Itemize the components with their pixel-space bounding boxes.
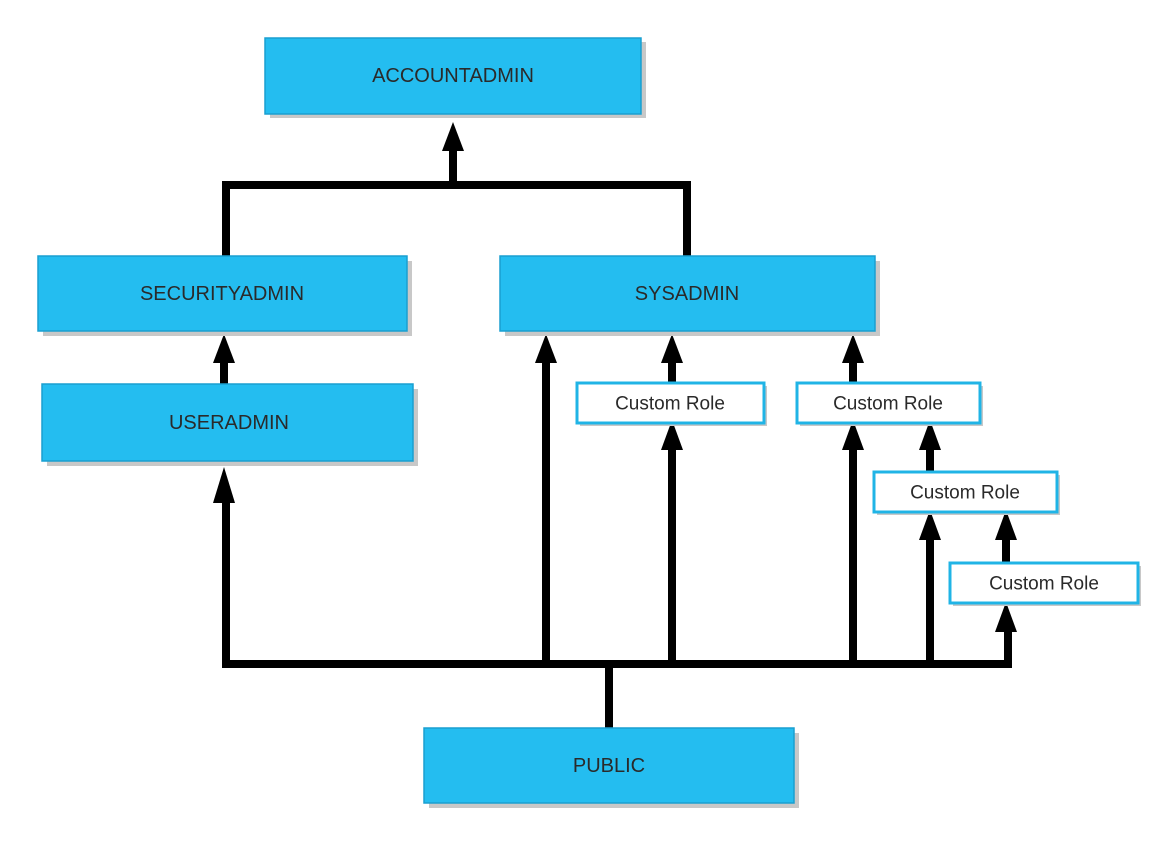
node-public: PUBLIC (423, 727, 799, 808)
arrowhead-custom-role-2-from-public (842, 420, 864, 450)
node-useradmin: USERADMIN (41, 383, 418, 466)
node-custom-role-2-label: Custom Role (833, 394, 943, 415)
arrowhead-useradmin (213, 467, 235, 503)
connector-sysadmin-to-accountadmin (453, 181, 691, 258)
arrowhead-custom-role-4 (995, 602, 1017, 632)
arrowhead-securityadmin (213, 334, 235, 363)
connector-securityadmin-to-accountadmin (222, 150, 457, 258)
node-securityadmin-label: SECURITYADMIN (140, 283, 304, 305)
node-custom-role-1: Custom Role (575, 381, 767, 426)
arrowhead-sysadmin-from-public (535, 334, 557, 363)
node-custom-role-3-label: Custom Role (910, 483, 1020, 504)
node-public-label: PUBLIC (573, 755, 645, 777)
arrowheads (213, 122, 1017, 632)
node-custom-role-3: Custom Role (872, 470, 1060, 515)
node-sysadmin-label: SYSADMIN (635, 283, 739, 305)
node-custom-role-1-label: Custom Role (615, 394, 725, 415)
arrowhead-sysadmin-from-custom-role-1 (661, 334, 683, 363)
arrowhead-custom-role-3-from-public (919, 510, 941, 540)
node-useradmin-label: USERADMIN (169, 412, 289, 434)
node-accountadmin-label: ACCOUNTADMIN (372, 65, 534, 87)
connector-public-bus (222, 502, 1012, 668)
arrowhead-custom-role-3-from-custom-role-4 (995, 510, 1017, 540)
node-accountadmin: ACCOUNTADMIN (264, 37, 646, 118)
connectors (220, 150, 1012, 728)
node-custom-role-4: Custom Role (948, 561, 1141, 606)
node-securityadmin: SECURITYADMIN (37, 255, 412, 336)
node-custom-role-4-label: Custom Role (989, 574, 1099, 595)
arrowhead-accountadmin (442, 122, 464, 151)
arrowhead-custom-role-1 (661, 420, 683, 450)
arrowhead-custom-role-2-from-custom-role-3 (919, 420, 941, 450)
node-custom-role-2: Custom Role (795, 381, 983, 426)
arrowhead-sysadmin-from-custom-role-2 (842, 334, 864, 363)
node-sysadmin: SYSADMIN (499, 255, 880, 336)
